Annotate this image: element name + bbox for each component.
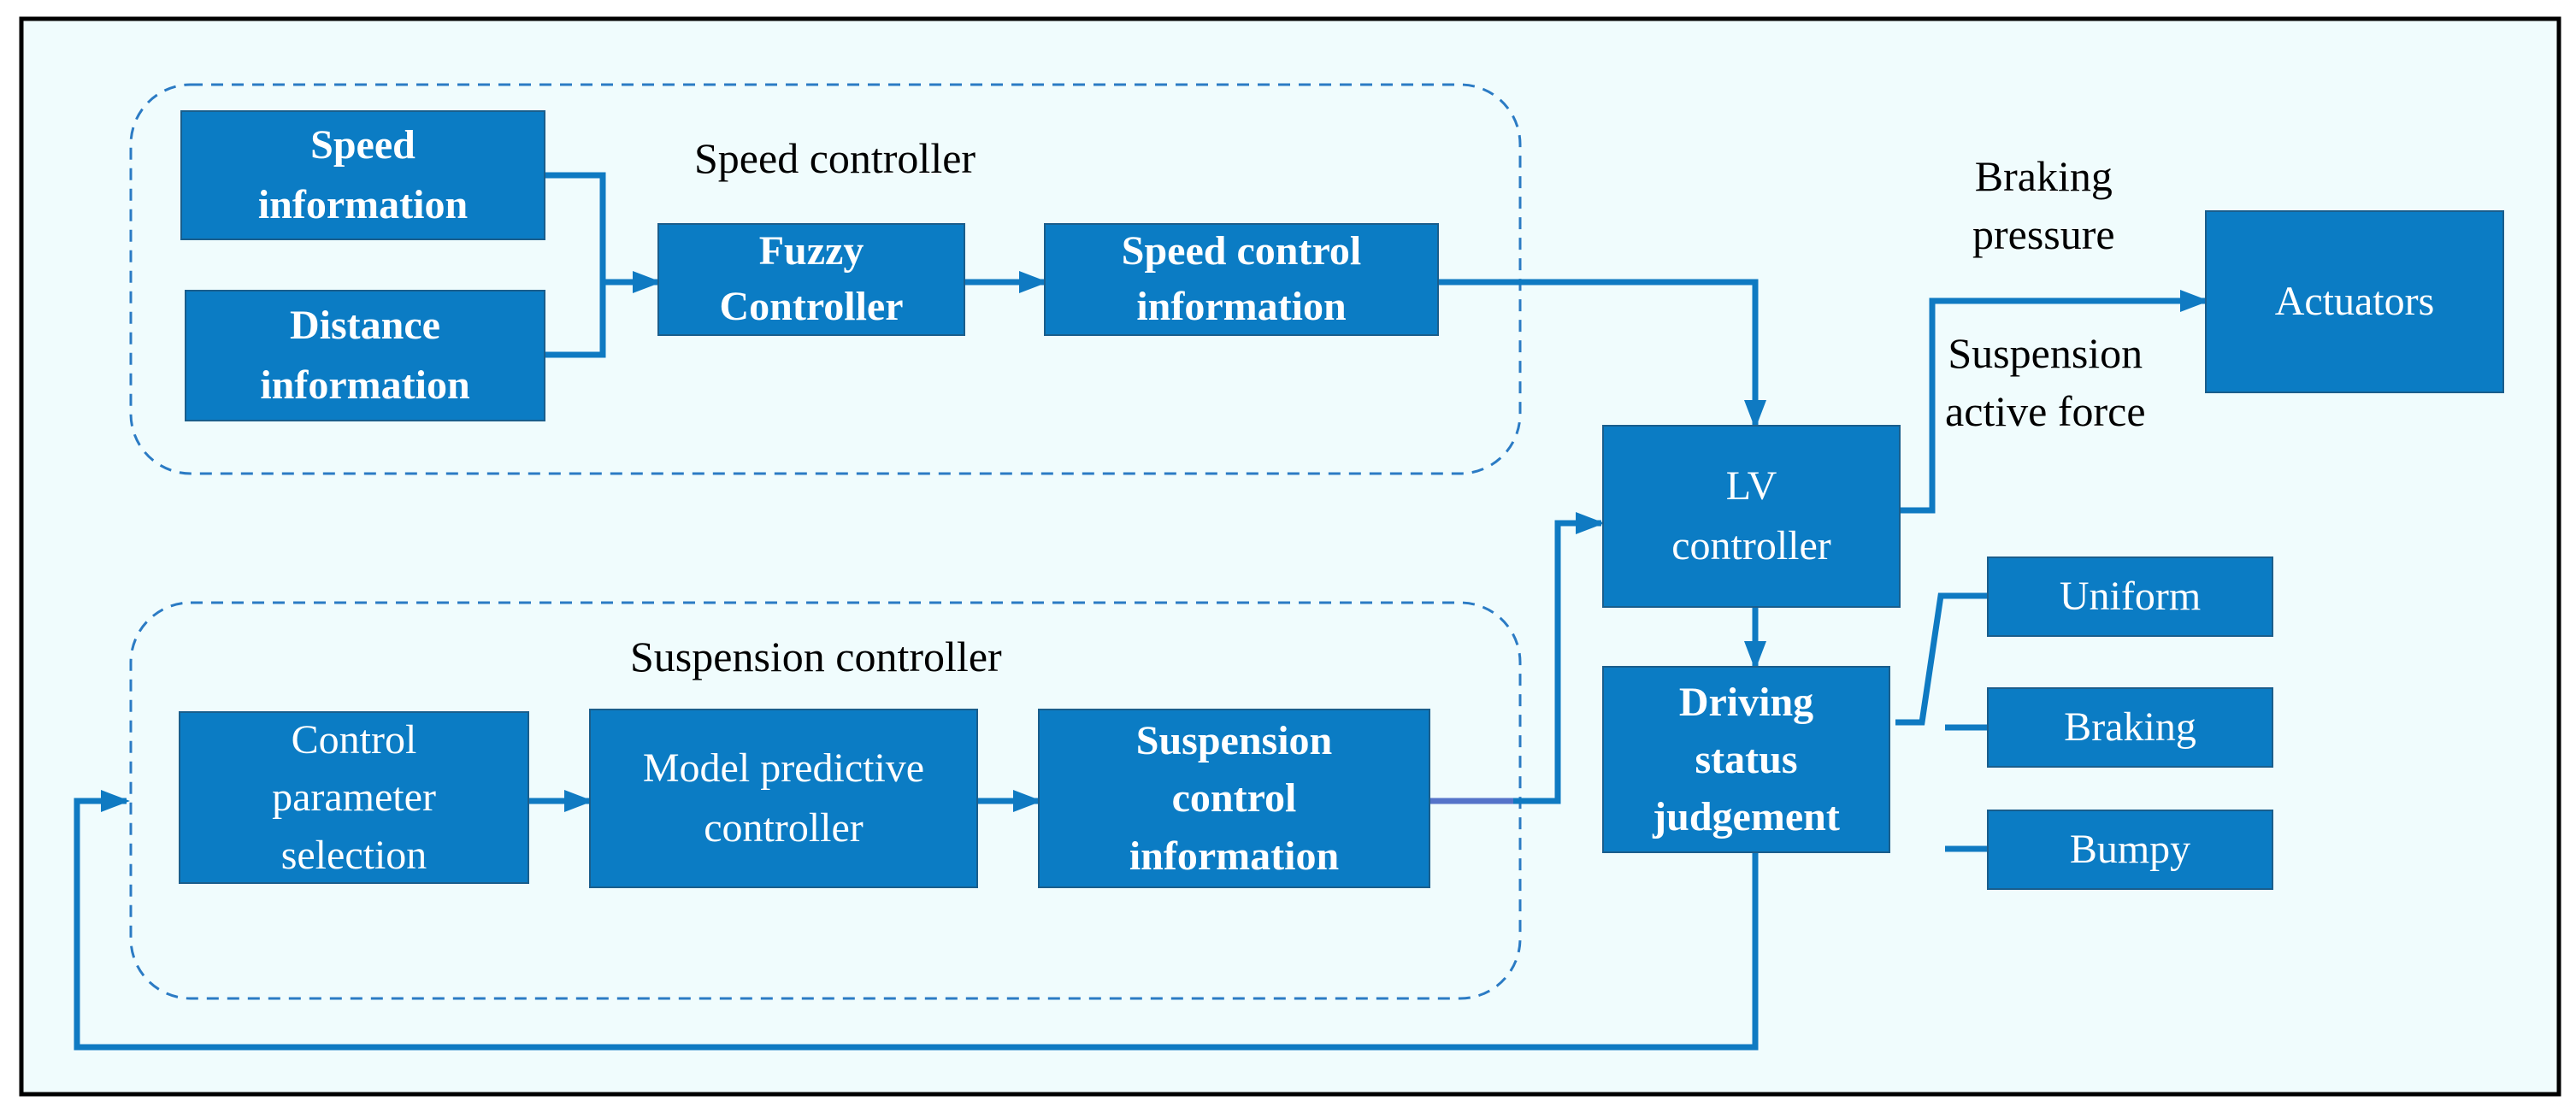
speed-control-information-shape [1044,223,1439,336]
speed-controller-title: Speed controller [694,134,976,182]
braking-box: Braking [2064,704,2196,751]
suspension-active-force-label: Suspension active force [1945,329,2146,435]
braking-shape [1987,687,2273,768]
uniform-box: Uniform [2059,574,2202,620]
actuators-box: Actuators [2274,279,2435,325]
control-parameter-selection-box: Control parameter selection [272,717,436,878]
edge-driving-status-to-uniform [1895,592,1988,726]
bumpy-box: Bumpy [2069,827,2191,873]
driving-status-judgement-shape [1602,666,1890,853]
speed-control-information-box: Speed control information [1121,228,1362,329]
lv-controller-shape [1602,425,1901,608]
actuators-shape [2205,210,2504,393]
model-predictive-controller-box: Model predictive controller [642,745,925,851]
fuzzy-controller-shape [657,223,965,336]
connectors [74,172,2209,1051]
suspension-control-information-box: Suspension control information [1129,718,1340,879]
distance-information-box: Distance information [260,303,470,408]
distance-information-shape [185,290,545,421]
box-shapes [179,110,2504,890]
model-predictive-controller-shape [589,709,978,888]
edge-lv-to-actuators [1900,290,2209,514]
uniform-shape [1987,556,2273,637]
edge-speed-control-to-lv [1438,279,1766,429]
suspension-controller-title: Suspension controller [630,633,1002,680]
driving-status-judgement-box: Driving status judgement [1653,679,1840,840]
braking-pressure-label: Braking pressure [1972,152,2115,258]
speed-information-shape [180,110,545,240]
edge-driving-status-feedback [74,790,1759,1051]
edge-speed-info-to-merge [545,172,606,282]
lv-controller-box: LV controller [1671,463,1831,568]
suspension-control-information-shape [1038,709,1430,888]
fuzzy-controller-box: Fuzzy Controller [719,228,904,329]
speed-information-box: Speed information [257,122,469,227]
bumpy-shape [1987,810,2273,890]
control-parameter-selection-shape [179,711,529,884]
edge-distance-info-to-merge [545,282,606,358]
